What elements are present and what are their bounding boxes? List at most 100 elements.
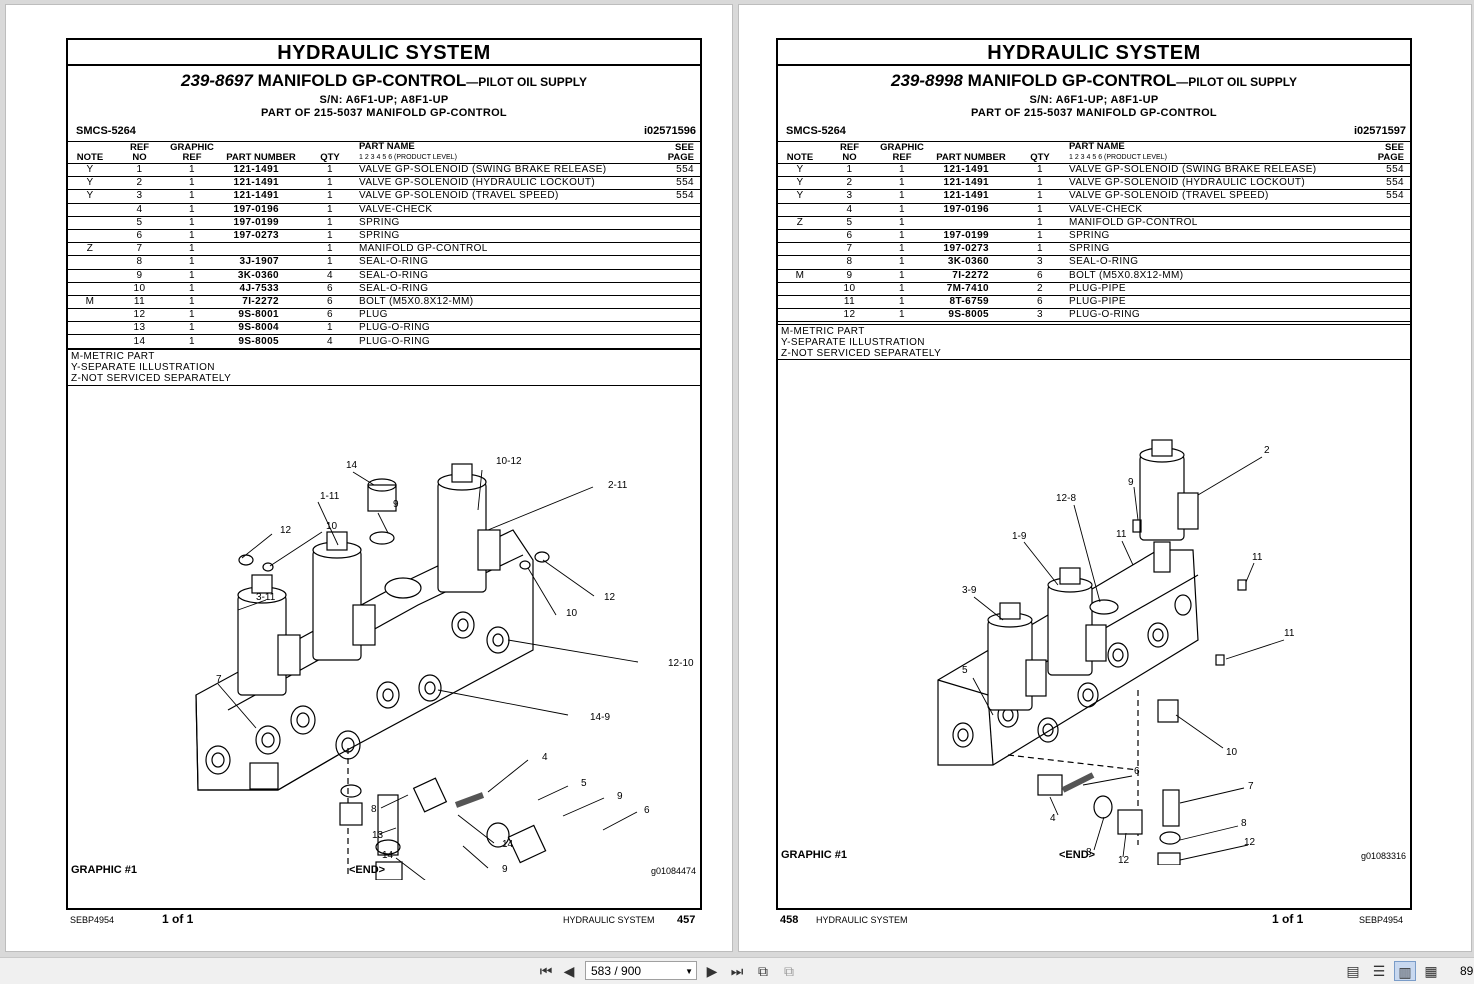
cell-graphic-ref: 1 — [167, 176, 217, 191]
cell-ref-no: 7 — [112, 242, 167, 257]
cell-qty: 6 — [1015, 269, 1065, 283]
cell-ref-no: 6 — [822, 229, 877, 244]
cell-graphic-ref: 1 — [877, 189, 927, 204]
cell-note — [778, 308, 822, 323]
cell-note: Y — [778, 163, 822, 178]
cell-qty: 4 — [305, 334, 355, 349]
cell-note: Y — [68, 163, 112, 178]
assembly-part-number: 239-8998 — [891, 71, 963, 90]
cell-part-name: VALVE GP-SOLENOID (SWING BRAKE RELEASE) — [355, 163, 654, 178]
cell-ref-no: 14 — [112, 334, 167, 349]
cell-part-name: PLUG — [355, 308, 654, 323]
cell-part-number: 121-1491 — [217, 189, 305, 204]
graphic-label: GRAPHIC #1 — [781, 849, 848, 861]
cell-qty: 3 — [1015, 255, 1065, 270]
footer-page-number: 458 — [780, 914, 799, 926]
cell-qty: 1 — [305, 203, 355, 217]
assembly-name: MANIFOLD GP-CONTROL — [257, 71, 467, 90]
cell-part-name: PLUG-O-RING — [355, 321, 654, 336]
col-product-level: 1 2 3 4 5 6 (PRODUCT LEVEL) — [1069, 154, 1167, 161]
cell-see-page — [654, 242, 700, 257]
cell-ref-no: 10 — [112, 282, 167, 296]
col-see-line2: PAGE — [667, 152, 694, 163]
cell-see-page — [654, 216, 700, 230]
fit-width-icon[interactable]: ⧉ — [758, 963, 768, 979]
cell-ref-no: 5 — [112, 216, 167, 230]
cell-part-number: 197-0196 — [217, 203, 305, 217]
cell-see-page — [654, 255, 700, 270]
cell-ref-no: 3 — [112, 189, 167, 204]
callout-label: 8 — [371, 804, 377, 815]
single-page-icon[interactable]: ▤ — [1346, 963, 1360, 979]
thumbnail-icon[interactable]: ▦ — [1424, 963, 1438, 979]
cell-graphic-ref: 1 — [877, 282, 927, 296]
callout-label: 12 — [1244, 837, 1256, 848]
zoom-level[interactable]: 89 — [1460, 964, 1474, 978]
col-graphic-line1: GRAPHIC — [880, 142, 924, 153]
cell-part-name: SPRING — [355, 216, 654, 230]
callout-label: 10 — [566, 608, 578, 619]
footer-doc: SEBP4954 — [1359, 915, 1404, 925]
cell-note — [778, 255, 822, 270]
callout-label: 2-11 — [608, 480, 628, 491]
chevron-down-icon[interactable]: ▼ — [685, 967, 693, 976]
footer-doc: SEBP4954 — [70, 915, 115, 925]
callout-leaders — [217, 469, 639, 880]
cell-note — [778, 242, 822, 257]
callout-label: 11 — [1252, 552, 1263, 563]
prev-page-icon[interactable]: ◀ — [563, 963, 575, 979]
cell-qty: 1 — [305, 163, 355, 178]
cell-qty: 1 — [1015, 229, 1065, 244]
facing-pages-icon[interactable]: ▥ — [1394, 961, 1416, 981]
cell-ref-no: 12 — [822, 308, 877, 323]
first-page-icon[interactable]: ⏮ — [539, 963, 553, 979]
callout-label: 10 — [326, 521, 338, 532]
cell-part-name: PLUG-O-RING — [1065, 308, 1364, 323]
cell-part-name: PLUG-O-RING — [355, 334, 654, 349]
footer-page-of: 1 of 1 — [1272, 912, 1304, 926]
cell-note — [68, 269, 112, 283]
next-page-icon[interactable]: ▶ — [706, 963, 718, 979]
page-number-input[interactable]: 583 / 900 ▼ — [585, 961, 697, 980]
cell-note — [68, 282, 112, 296]
part-of: PART OF 215-5037 MANIFOLD GP-CONTROL — [971, 107, 1217, 119]
cell-qty: 3 — [1015, 308, 1065, 323]
assembly-subtitle: —PILOT OIL SUPPLY — [1176, 75, 1297, 89]
cell-qty: 1 — [1015, 176, 1065, 191]
col-ref-line1: REF — [130, 142, 149, 153]
col-product-level: 1 2 3 4 5 6 (PRODUCT LEVEL) — [359, 154, 457, 161]
fit-page-icon[interactable]: ⧉ — [784, 963, 794, 979]
cell-note — [778, 229, 822, 244]
cell-note: Z — [68, 242, 112, 257]
cell-part-number: 197-0273 — [927, 242, 1015, 257]
cell-qty: 2 — [1015, 282, 1065, 296]
cell-see-page — [654, 229, 700, 244]
continuous-icon[interactable]: ☰ — [1372, 963, 1386, 979]
cell-graphic-ref: 1 — [877, 176, 927, 191]
graphic-label: GRAPHIC #1 — [71, 864, 138, 876]
assembly-title: 239-8998 MANIFOLD GP-CONTROL—PILOT OIL S… — [778, 71, 1410, 91]
cell-graphic-ref: 1 — [167, 203, 217, 217]
cell-ref-no: 8 — [112, 255, 167, 270]
last-page-icon[interactable]: ⏭ — [730, 963, 744, 979]
callout-label: 7 — [1248, 781, 1254, 792]
notes-divider — [778, 324, 1410, 325]
